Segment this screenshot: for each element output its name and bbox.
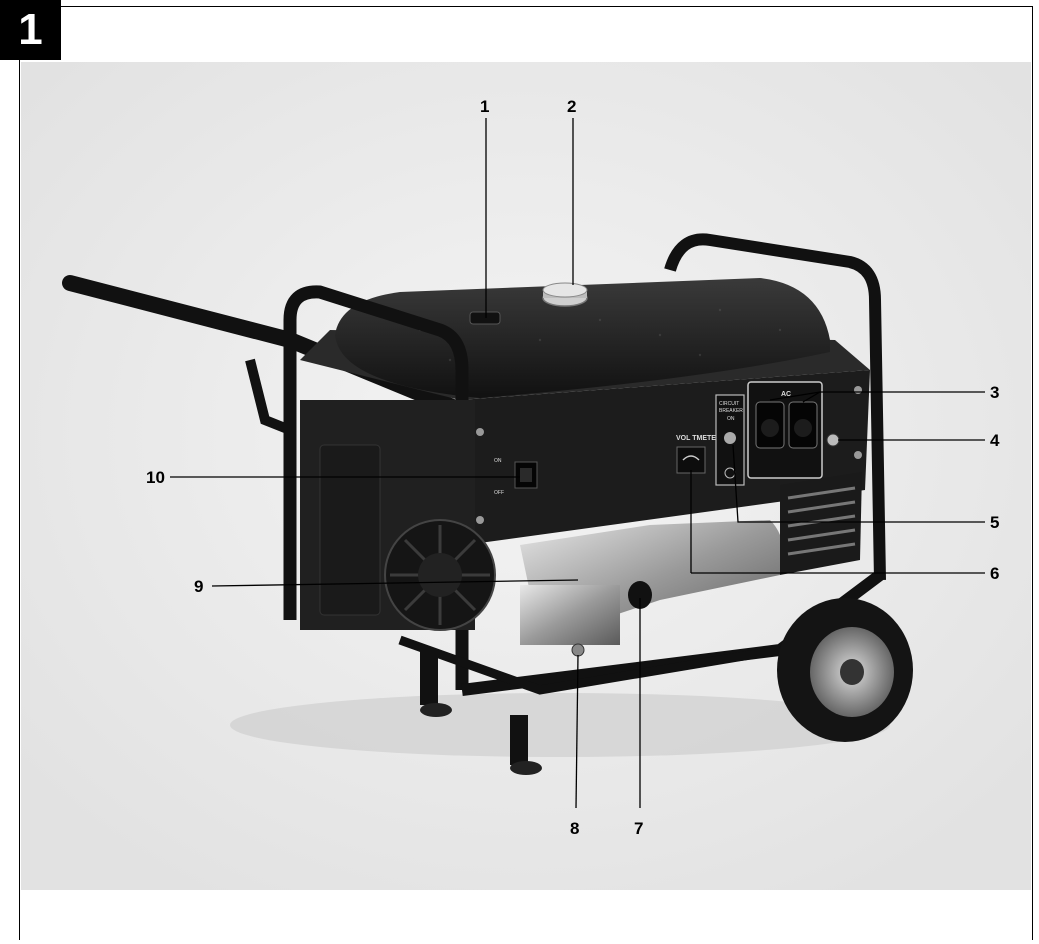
callout-4: 4	[990, 431, 1000, 450]
wheel	[777, 598, 913, 742]
fuel-cap-top	[542, 282, 588, 298]
front-frame	[283, 285, 469, 690]
breaker-label-2: BREAKER	[719, 408, 743, 414]
handle-brace	[245, 358, 292, 435]
circuit-breaker	[724, 432, 736, 444]
support-feet	[420, 650, 542, 775]
callout-6: 6	[990, 564, 999, 583]
leader-5	[732, 444, 985, 523]
breaker-label-1: CIRCUIT	[719, 401, 739, 407]
callout-1: 1	[480, 97, 489, 116]
fuel-gauge	[469, 311, 501, 325]
breaker-plate	[715, 394, 745, 486]
callout-2: 2	[567, 97, 576, 116]
breaker-on: ON	[727, 416, 735, 422]
leader-lines	[170, 118, 985, 809]
control-panel: VOL TMETER CIRCUIT BREAKER ON AC ON	[476, 381, 862, 524]
ground-terminal	[826, 433, 840, 447]
base-rail-inner	[398, 635, 781, 695]
oil-plug	[571, 643, 585, 657]
callout-9: 9	[194, 577, 203, 596]
callout-3: 3	[990, 383, 999, 402]
callout-10: 10	[146, 468, 165, 487]
callout-5: 5	[990, 513, 999, 532]
air-filter	[319, 444, 381, 616]
side-vent-grille	[780, 472, 862, 575]
voltmeter	[676, 446, 706, 474]
voltmeter-label: VOL TMETER	[676, 435, 721, 442]
callout-8: 8	[570, 819, 579, 838]
leader-8	[575, 654, 579, 809]
oil-drain	[628, 581, 652, 609]
leader-9	[211, 579, 579, 587]
engine-crankcase	[520, 585, 620, 645]
starter-hub	[418, 553, 462, 597]
callout-7: 7	[634, 819, 643, 838]
figure-frame	[19, 6, 1033, 940]
floor-shadow	[230, 693, 890, 757]
ac-label: AC	[781, 391, 791, 398]
switch-off-label: OFF	[494, 490, 504, 496]
leader-3b	[802, 391, 821, 403]
figure-number-badge: 1	[0, 0, 61, 60]
rear-frame	[664, 233, 886, 581]
switch-on-label: ON	[494, 458, 502, 464]
